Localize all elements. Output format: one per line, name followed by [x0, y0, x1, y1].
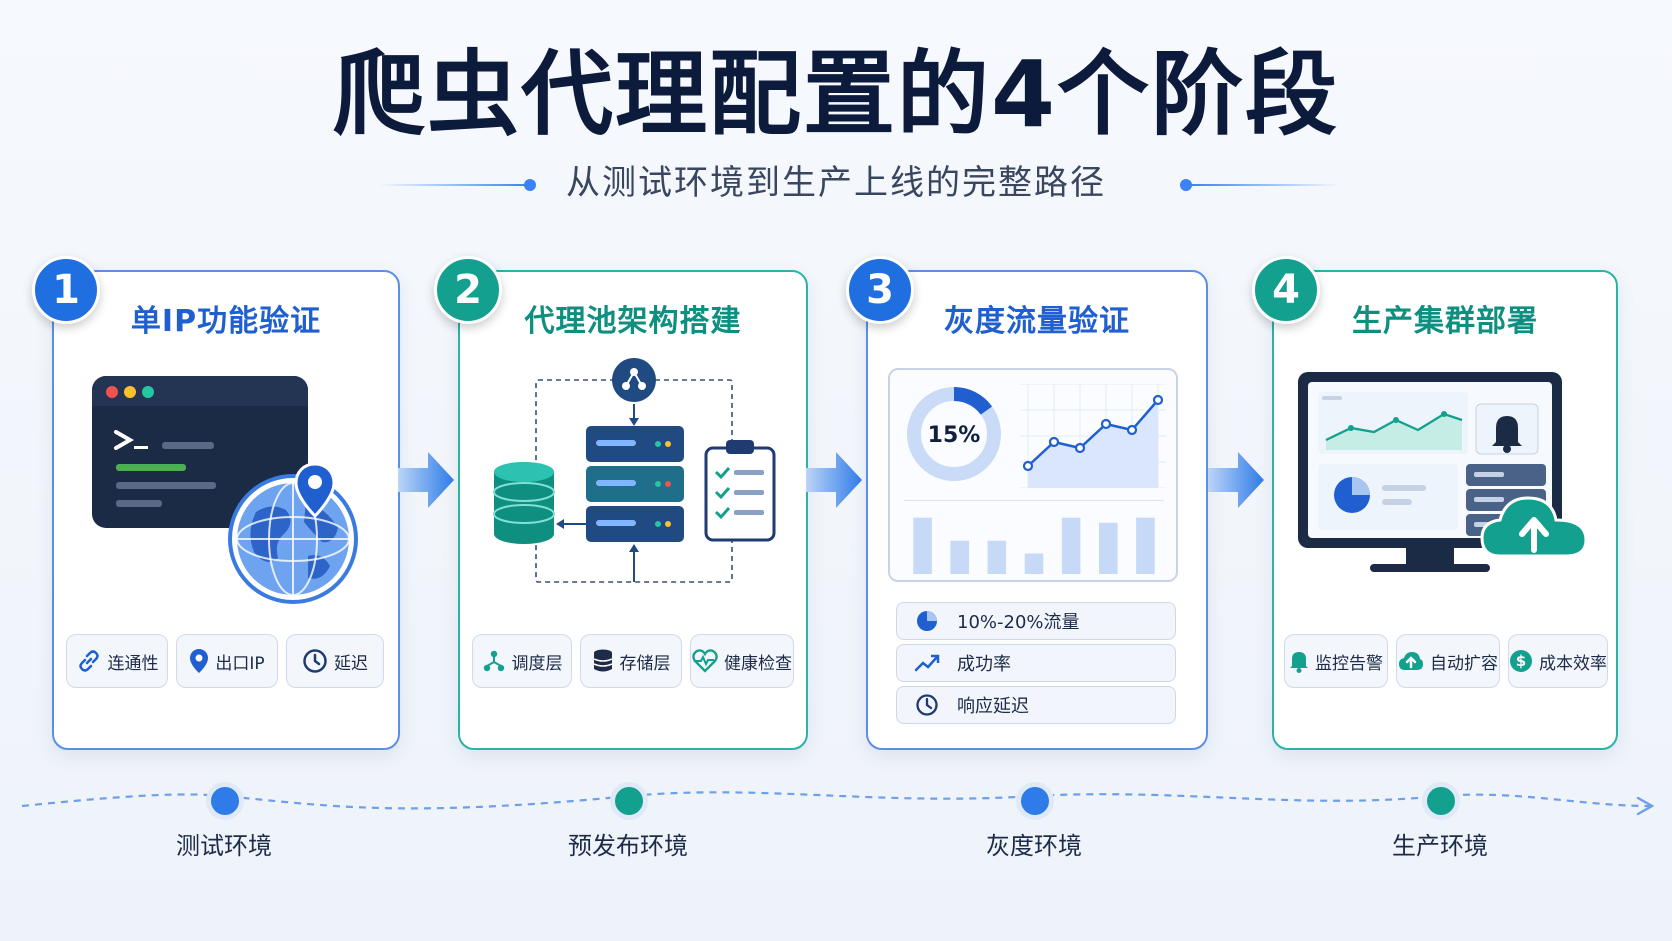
row-success-rate: 成功率: [896, 644, 1176, 682]
chip-label: 调度层: [511, 653, 563, 674]
trend-up-icon: [914, 654, 940, 672]
pie-chart-icon: [917, 611, 937, 631]
chip-health-check: 健康检查: [690, 634, 794, 688]
stage-title: 生产集群部署: [1352, 304, 1538, 339]
timeline-label-production: 生产环境: [1392, 832, 1488, 860]
chip-monitoring-alerts: 监控告警: [1284, 634, 1388, 688]
bar: [987, 540, 1007, 574]
network-icon: [483, 650, 504, 672]
cloud-upload-icon: [1399, 652, 1423, 670]
stage-title: 代理池架构搭建: [524, 304, 742, 339]
chip-auto-scaling: 自动扩容: [1396, 634, 1500, 688]
chip-label: 延迟: [334, 653, 368, 674]
panel-divider: [904, 500, 1164, 501]
row-traffic: 10%-20%流量: [896, 602, 1176, 640]
timeline-label-test: 测试环境: [176, 832, 272, 860]
chip-latency: 延迟: [286, 634, 384, 688]
chip-label: 连通性: [107, 653, 159, 674]
timeline-label-staging: 预发布环境: [568, 832, 688, 860]
stage-title: 灰度流量验证: [944, 304, 1130, 339]
chip-label: 出口IP: [215, 653, 265, 674]
clock-icon: [916, 694, 938, 716]
line-series: [1027, 399, 1159, 467]
timeline-label-gray: 灰度环境: [986, 832, 1082, 860]
line-point: [1126, 424, 1138, 436]
location-pin-icon: [294, 462, 336, 518]
donut-label: 15%: [928, 423, 981, 448]
line-point: [1152, 394, 1164, 406]
chip-label: 监控告警: [1315, 653, 1383, 674]
subtitle-left-line: [378, 184, 528, 186]
bell-icon: [1290, 652, 1308, 673]
row-response-latency: 响应延迟: [896, 686, 1176, 724]
database-icon: [493, 462, 555, 544]
chip-label: 健康检查: [724, 653, 792, 674]
line-point: [1100, 418, 1112, 430]
timeline-dot-1: [206, 782, 244, 820]
line-point: [1074, 442, 1086, 454]
bar: [950, 540, 969, 574]
arrow-right-icon: [806, 452, 862, 508]
chip-connectivity: 连通性: [66, 634, 168, 688]
row-label: 响应延迟: [957, 696, 1029, 717]
svg-text:$: $: [1516, 652, 1526, 670]
chip-label: 自动扩容: [1430, 653, 1498, 674]
stage-card-3: 灰度流量验证 15% 10%-20%流量 成功率 响应延迟: [866, 270, 1208, 750]
chip-exit-ip: 出口IP: [176, 634, 278, 688]
page-subtitle: 从测试环境到生产上线的完整路径: [566, 163, 1106, 203]
bar: [1024, 553, 1044, 574]
bell-icon: [1492, 416, 1522, 453]
cloud-upload-icon: [1480, 496, 1588, 558]
stage-title: 单IP功能验证: [130, 304, 322, 339]
chip-storage-layer: 存储层: [580, 634, 682, 688]
arrow-right-icon: [1208, 452, 1264, 508]
timeline-dot-2: [610, 782, 648, 820]
stage-card-1: 单IP功能验证 连通性 出口IP: [52, 270, 400, 750]
clock-icon: [303, 649, 327, 673]
timeline-dot-4: [1422, 782, 1460, 820]
subtitle-left-dot: [524, 179, 536, 191]
globe-icon: [228, 474, 358, 604]
subtitle-right-line: [1190, 184, 1340, 186]
link-icon: [78, 650, 99, 672]
timeline-dot-3: [1016, 782, 1054, 820]
bar: [913, 517, 932, 574]
bar: [1136, 517, 1155, 574]
line-chart: [1020, 384, 1166, 488]
page-title: 爬虫代理配置的4个阶段: [332, 41, 1339, 148]
row-label: 成功率: [957, 654, 1011, 675]
chip-label: 成本效率: [1539, 653, 1607, 674]
database-icon: [593, 649, 612, 672]
chip-cost-efficiency: $ 成本效率: [1508, 634, 1608, 688]
stage-card-4: 生产集群部署: [1272, 270, 1618, 750]
chip-scheduling-layer: 调度层: [472, 634, 572, 688]
heartbeat-icon: [692, 649, 718, 673]
monitor-dashboard-icon: [1298, 372, 1588, 572]
line-area: [1028, 400, 1158, 488]
bar: [1061, 517, 1081, 574]
dashboard-panel: 15%: [888, 368, 1178, 582]
row-label: 10%-20%流量: [957, 612, 1080, 633]
stage-number-badge-3: 3: [846, 256, 914, 324]
arrow-right-icon: [398, 452, 454, 508]
stage-number-badge-2: 2: [434, 256, 502, 324]
server-rack-icon: [586, 426, 684, 542]
line-point: [1048, 436, 1060, 448]
donut-chart: 15%: [907, 387, 1001, 481]
checklist-clipboard-icon: [704, 440, 776, 542]
network-hub-icon: [612, 358, 656, 402]
line-point: [1022, 460, 1034, 472]
stage-card-2: 代理池架构搭建: [458, 270, 808, 750]
chip-label: 存储层: [619, 653, 671, 674]
dollar-icon: $: [1510, 650, 1532, 672]
bar: [1099, 522, 1118, 574]
stage-number-badge-1: 1: [32, 256, 100, 324]
subtitle-right-dot: [1180, 179, 1192, 191]
bar-chart: [913, 517, 1155, 574]
proxy-pool-architecture-illustration: [493, 358, 776, 583]
stage-number-badge-4: 4: [1252, 256, 1320, 324]
location-pin-icon: [190, 649, 209, 673]
